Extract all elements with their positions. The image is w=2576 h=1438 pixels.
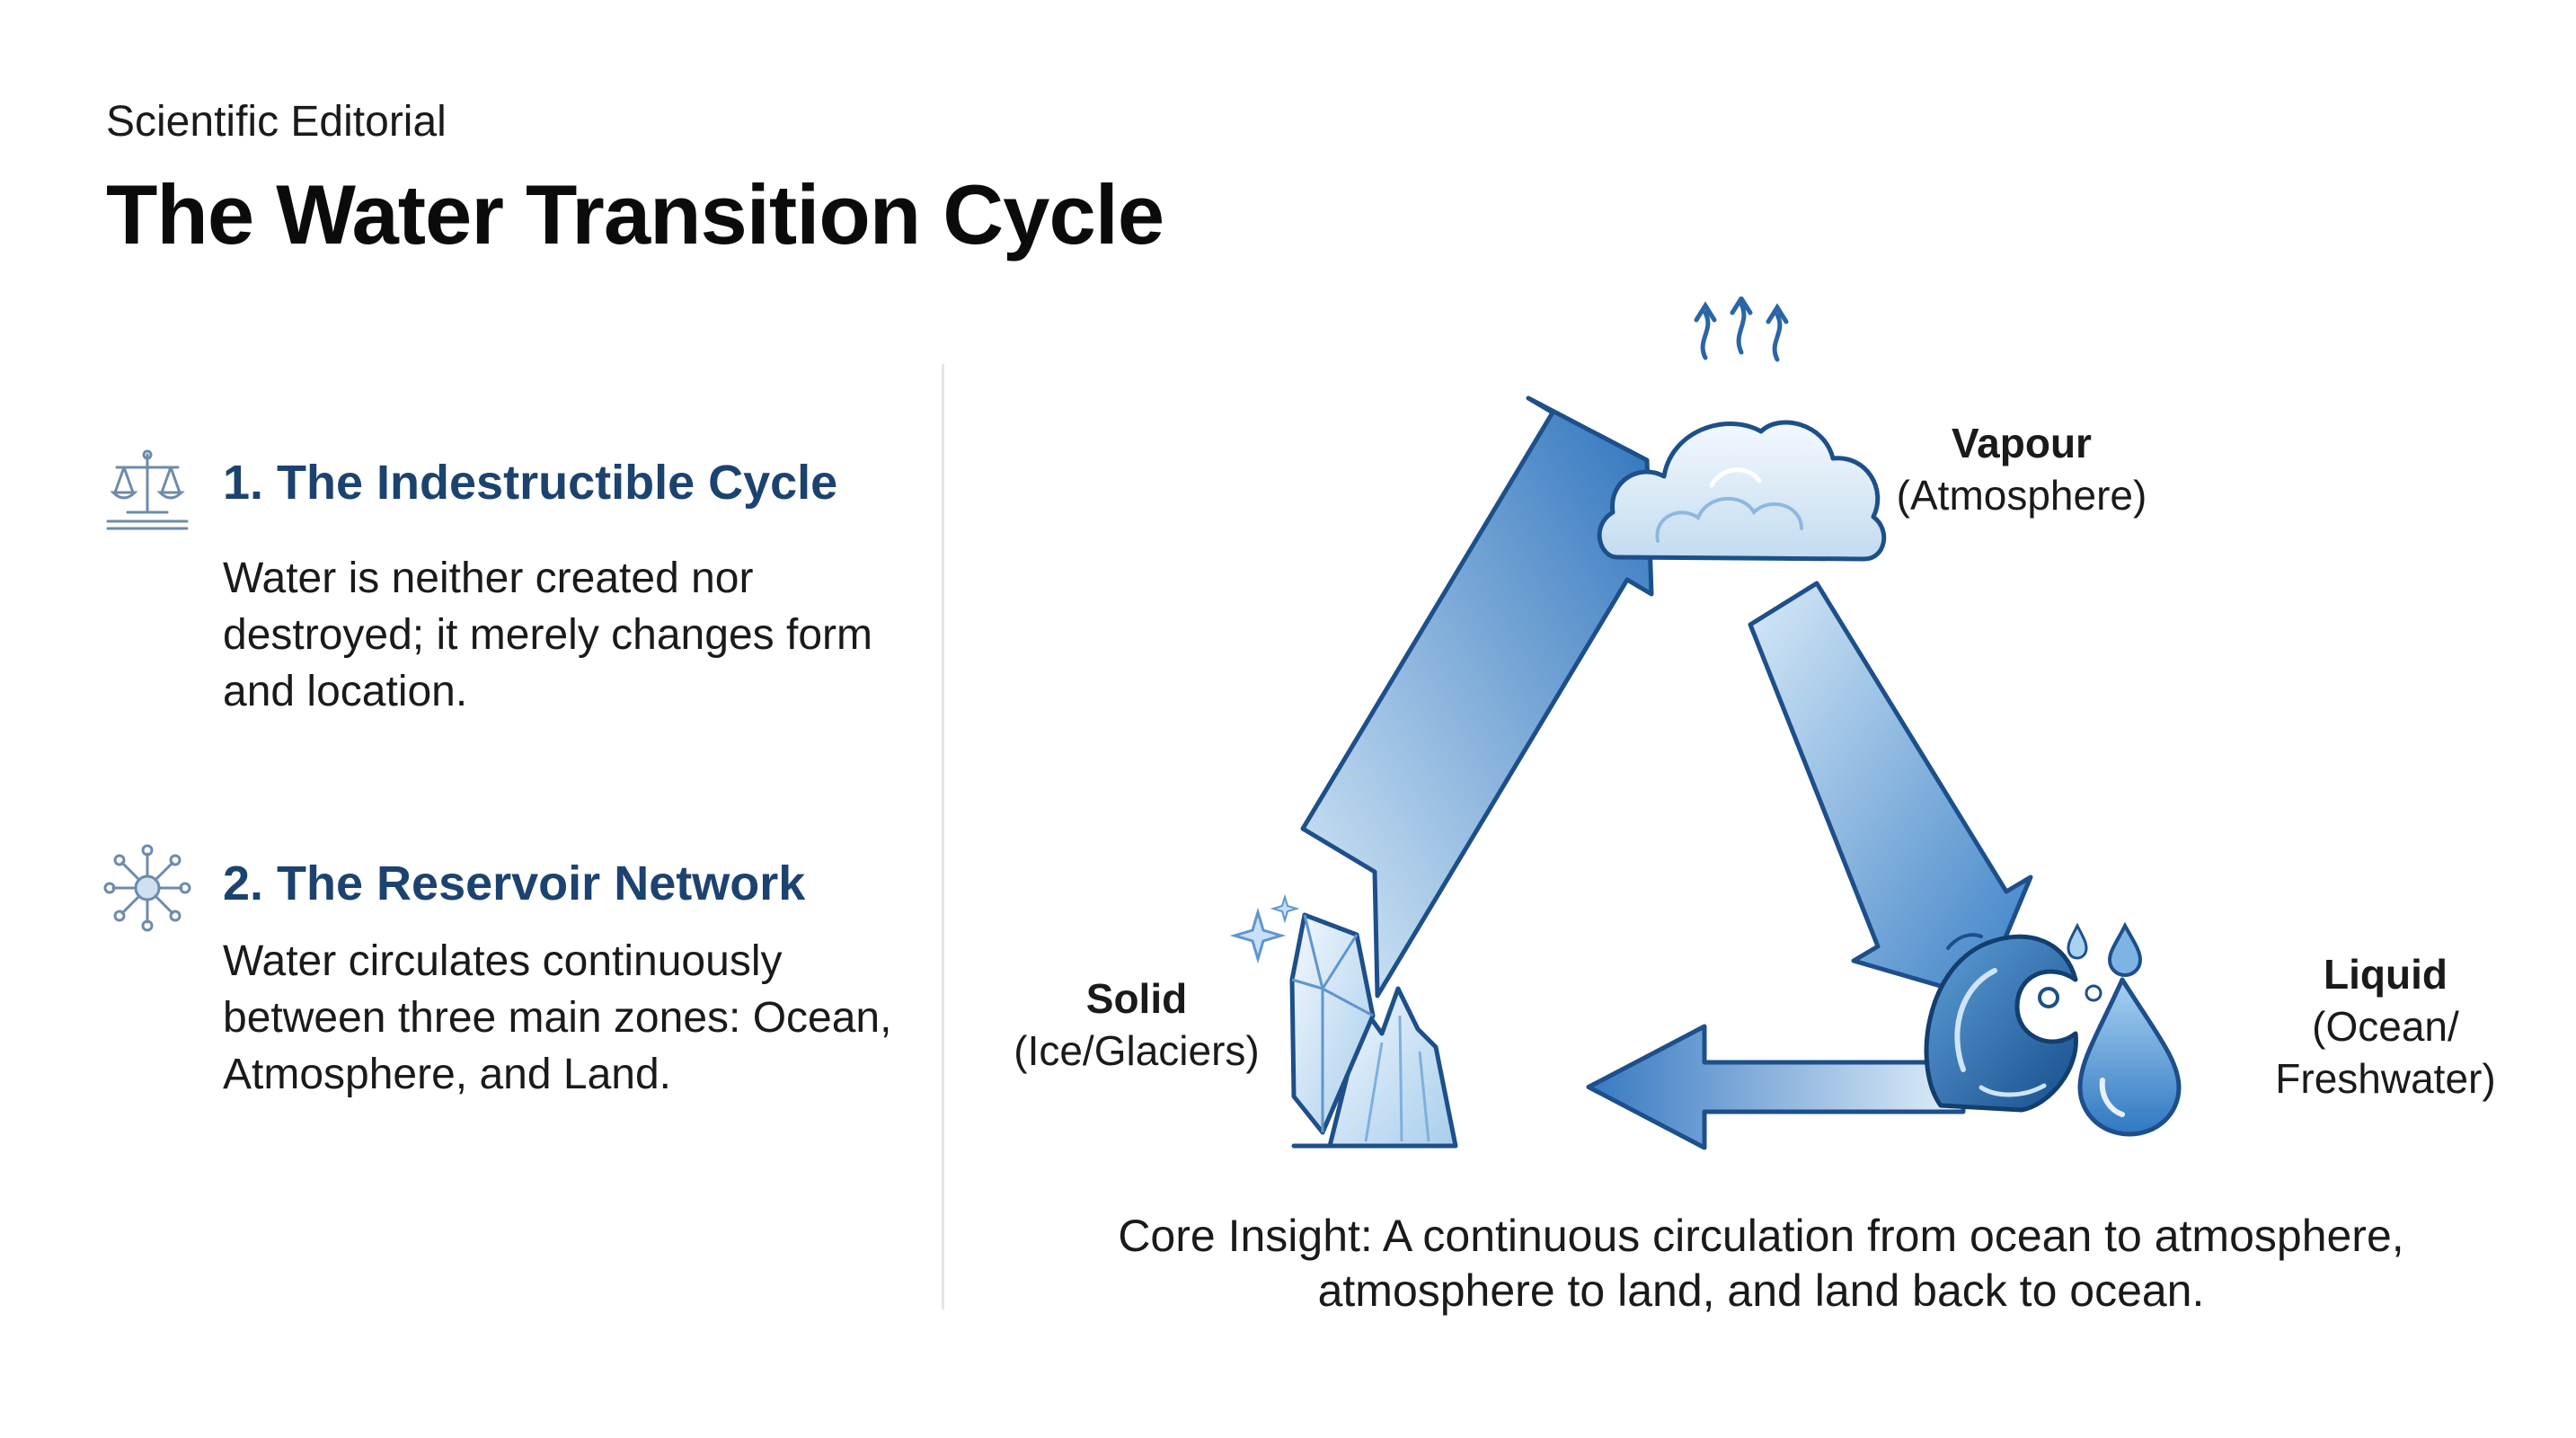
kicker-label: Scientific Editorial — [106, 98, 447, 146]
water-cycle-diagram: Vapour (Atmosphere) Solid (Ice/Glaciers)… — [988, 297, 2576, 1204]
node-name: Solid — [1085, 975, 1188, 1022]
node-name: Liquid — [2324, 951, 2448, 998]
node-subtitle: (Ocean/ Freshwater) — [2275, 1003, 2496, 1102]
node-label-solid: Solid (Ice/Glaciers) — [988, 972, 1285, 1077]
wave-droplet-icon — [1924, 921, 2182, 1137]
arrow-vapour-to-liquid — [1748, 581, 2033, 1000]
cloud-steam-icon — [1694, 297, 1789, 362]
node-label-liquid: Liquid (Ocean/ Freshwater) — [2228, 948, 2543, 1105]
arrow-liquid-to-solid — [1586, 1024, 1966, 1150]
section-body: Water circulates continuously between th… — [223, 937, 892, 1098]
section-body: Water is neither created nor destroyed; … — [223, 555, 872, 715]
page-title: The Water Transition Cycle — [106, 167, 1164, 262]
section-heading: 2. The Reservoir Network — [223, 857, 806, 910]
core-insight-caption: Core Insight: A continuous circulation f… — [1118, 1211, 2404, 1316]
arrow-solid-to-vapour — [1300, 395, 1654, 999]
balance-scale-icon — [101, 442, 194, 536]
section-heading: 1. The Indestructible Cycle — [223, 456, 838, 510]
cloud-shape — [1597, 420, 1887, 562]
network-hub-icon — [101, 841, 194, 935]
node-subtitle: (Atmosphere) — [1896, 472, 2147, 519]
column-divider — [942, 364, 944, 1309]
node-label-vapour: Vapour (Atmosphere) — [1887, 417, 2156, 521]
node-subtitle: (Ice/Glaciers) — [1014, 1027, 1260, 1074]
node-name: Vapour — [1952, 420, 2092, 466]
ice-crystal-glacier-icon — [1229, 893, 1458, 1149]
